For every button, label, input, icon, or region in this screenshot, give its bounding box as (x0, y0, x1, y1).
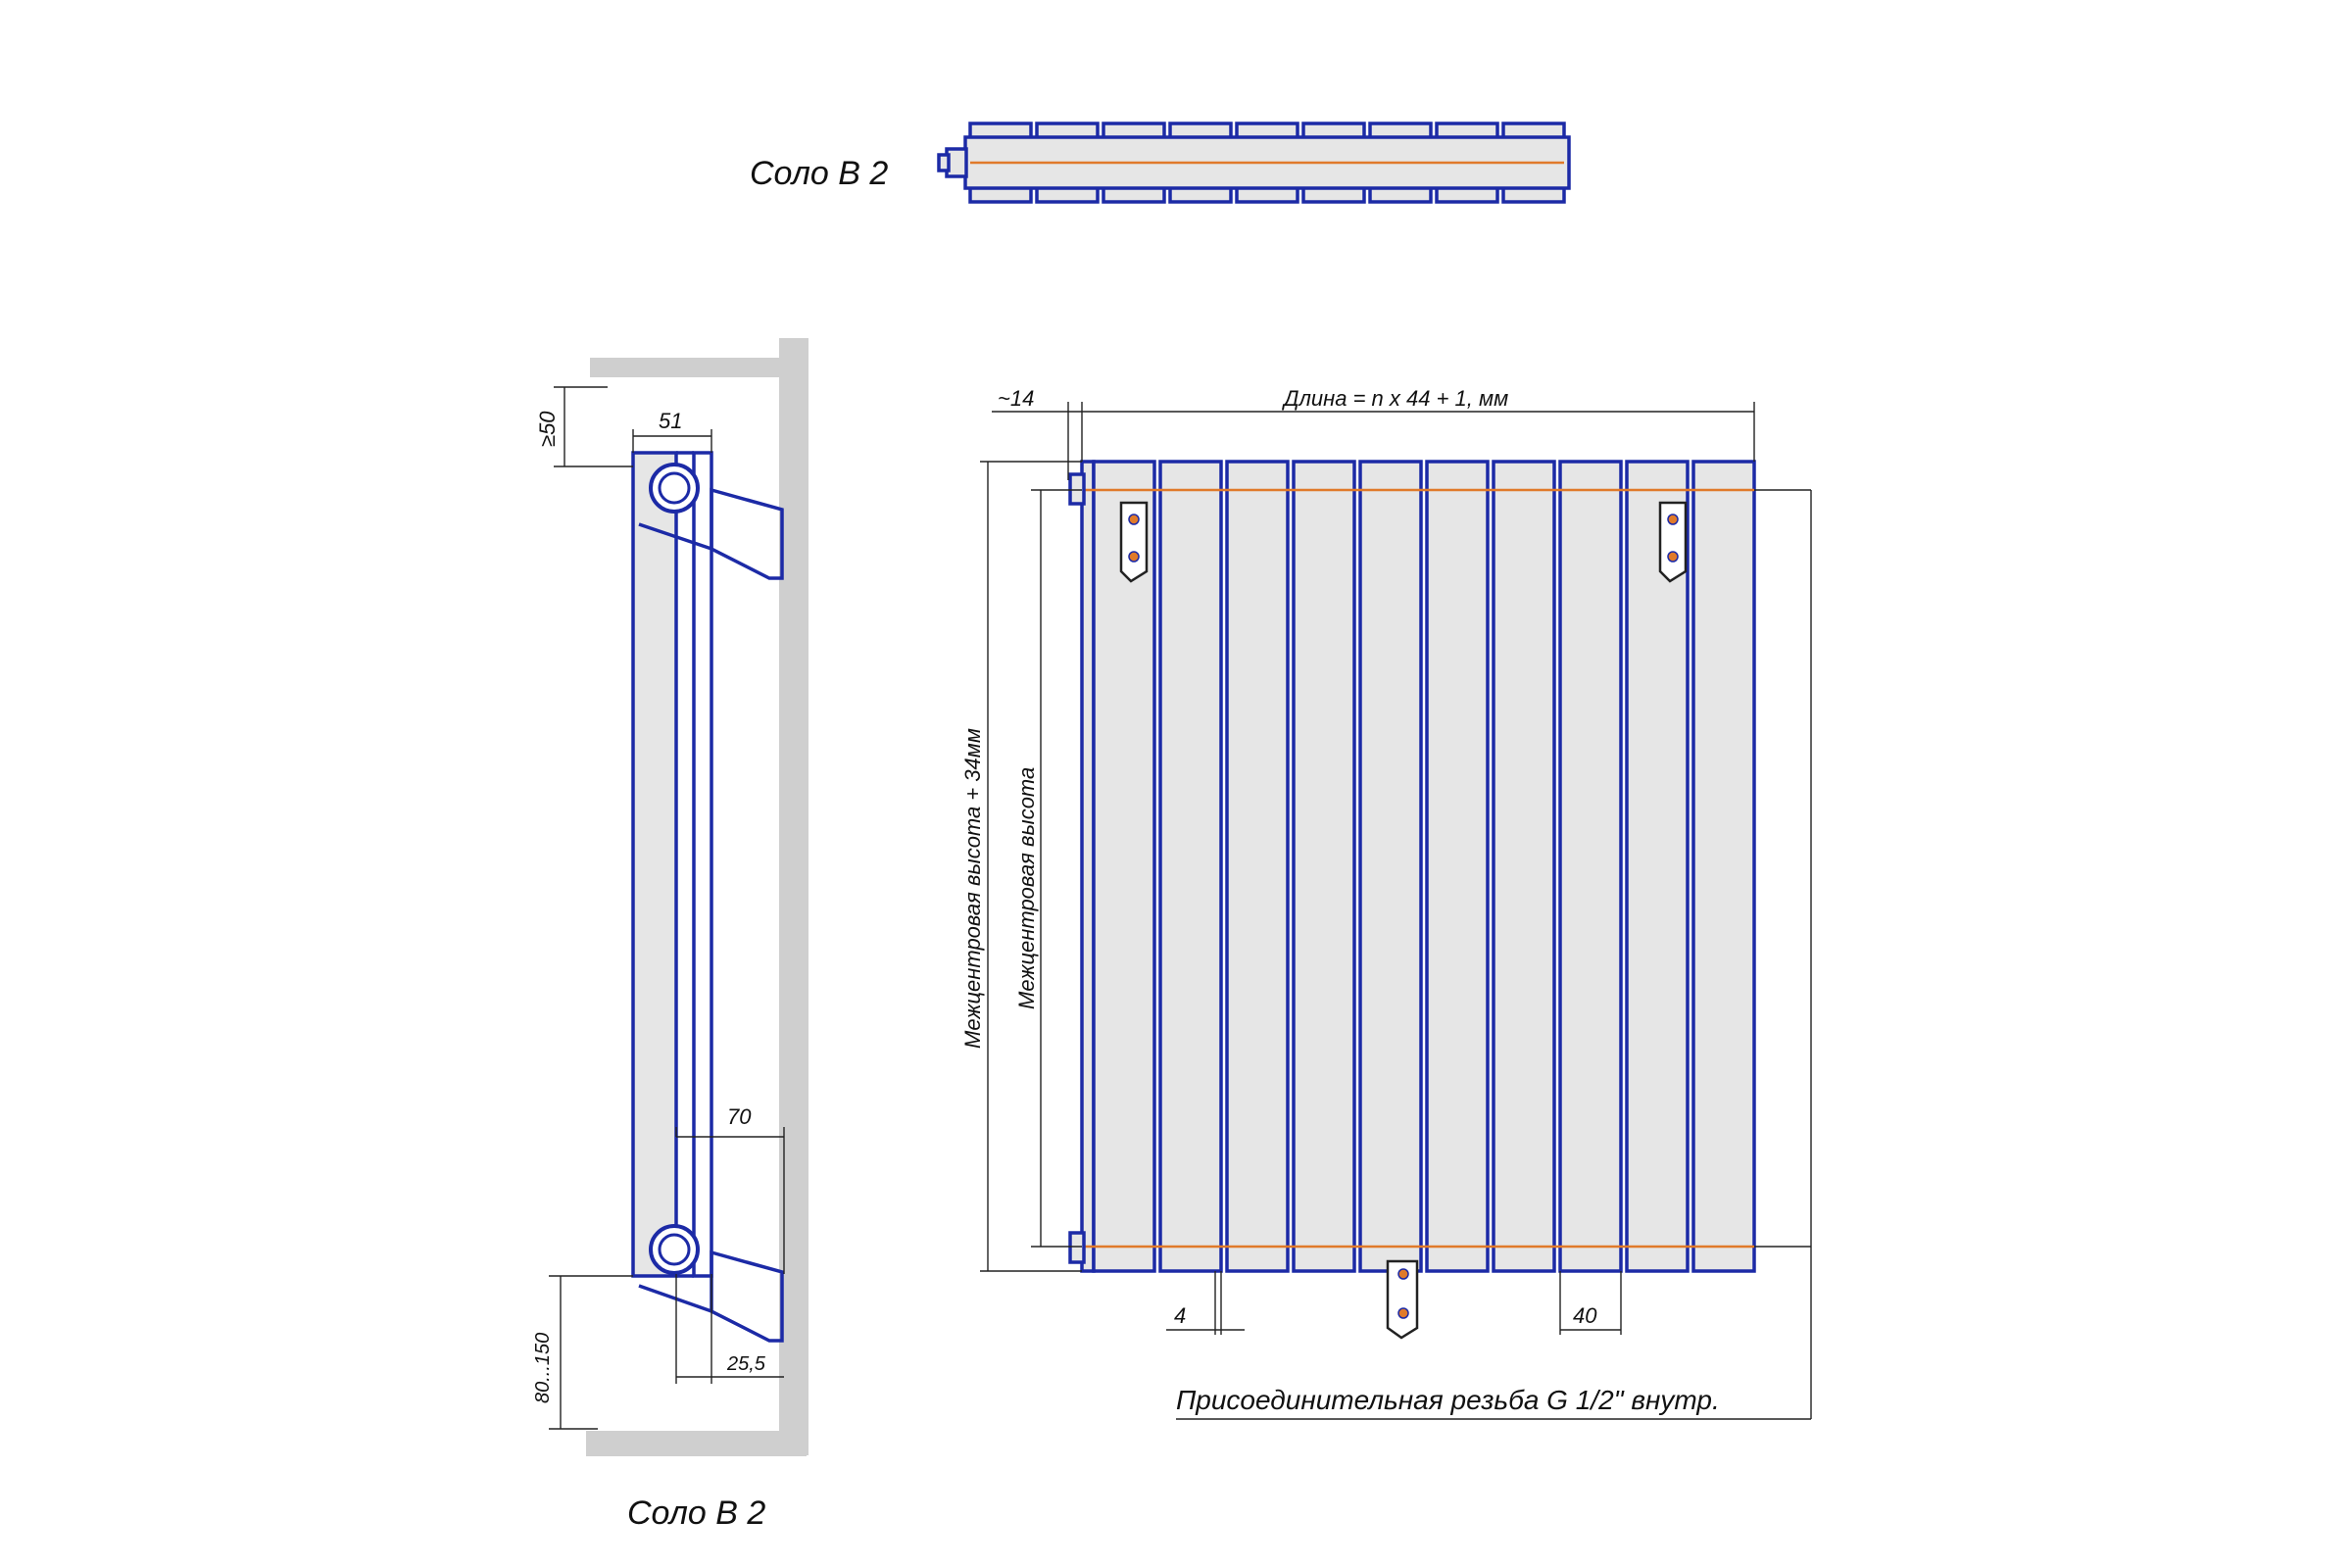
dim-top-clearance-text: ≥50 (535, 411, 560, 447)
dim-section-width: 40 (1559, 1271, 1622, 1335)
dim-height-center: Межцентровая высота (1014, 489, 1082, 1248)
floor (586, 1431, 807, 1456)
dim-overhang: ~14 (992, 386, 1082, 480)
dim-bracket-depth: 70 (675, 1104, 785, 1274)
side-radiator-back (692, 451, 713, 1278)
bottom-wall-bracket (710, 1250, 784, 1343)
side-view: ≥50 51 70 25,5 80...150 (532, 338, 808, 1532)
ceiling-ledge (590, 358, 786, 377)
front-section (1425, 460, 1490, 1273)
dim-width-text: 51 (659, 409, 682, 433)
connection-thread-note: Присоединительная резьба G 1/2" внутр. (1176, 1385, 1720, 1415)
front-section (1092, 460, 1156, 1273)
front-section (1625, 460, 1690, 1273)
top-bracket-brace (638, 522, 712, 551)
dim-height-total-text: Межцентровая высота + 34мм (960, 728, 985, 1049)
top-view-label: Соло В 2 (750, 155, 888, 192)
front-section (1691, 460, 1756, 1273)
front-section (1358, 460, 1423, 1273)
top-view: Соло В 2 (750, 122, 1571, 204)
dim-length: Длина = n x 44 + 1, мм (1081, 386, 1755, 462)
bottom-bracket (1386, 1259, 1419, 1340)
dim-bracket-offset-text: 25,5 (726, 1353, 766, 1375)
top-left-plug (1068, 472, 1086, 506)
dim-floor-clearance-text: 80...150 (532, 1333, 554, 1403)
connection-leader: Присоединительная резьба G 1/2" внутр. (1176, 489, 1812, 1420)
dim-gap: 4 (1166, 1271, 1245, 1335)
front-section (1492, 460, 1556, 1273)
front-section (1292, 460, 1356, 1273)
front-sections (1080, 460, 1756, 1273)
right-bracket (1658, 501, 1688, 583)
dim-top-clearance: ≥50 (535, 386, 633, 467)
bottom-pipe-icon (649, 1224, 700, 1275)
front-view: Длина = n x 44 + 1, мм ~14 Межцентровая … (960, 386, 1812, 1420)
top-pipe-icon (649, 463, 700, 514)
bottom-left-plug (1068, 1231, 1086, 1264)
top-wall-bracket (710, 487, 784, 580)
dim-gap-text: 4 (1174, 1303, 1186, 1328)
top-view-plug-nut (937, 153, 951, 172)
dim-height-total: Межцентровая высота + 34мм (960, 461, 1082, 1272)
dim-section-width-text: 40 (1573, 1303, 1597, 1328)
dim-floor-clearance: 80...150 (532, 1275, 633, 1430)
dim-overhang-text: ~14 (998, 386, 1034, 411)
dim-bracket-offset: 25,5 (675, 1274, 784, 1384)
front-section (1225, 460, 1290, 1273)
bottom-bracket-brace (638, 1284, 712, 1313)
dim-bracket-depth-text: 70 (727, 1104, 752, 1129)
side-radiator-front (631, 451, 678, 1278)
front-section (1158, 460, 1223, 1273)
dim-width: 51 (632, 409, 712, 453)
front-section-edge (1080, 460, 1096, 1273)
front-section (1558, 460, 1623, 1273)
side-view-label: Соло В 2 (627, 1494, 765, 1532)
dim-length-text: Длина = n x 44 + 1, мм (1281, 386, 1508, 411)
dim-height-center-text: Межцентровая высота (1014, 767, 1039, 1009)
left-bracket (1119, 501, 1149, 583)
